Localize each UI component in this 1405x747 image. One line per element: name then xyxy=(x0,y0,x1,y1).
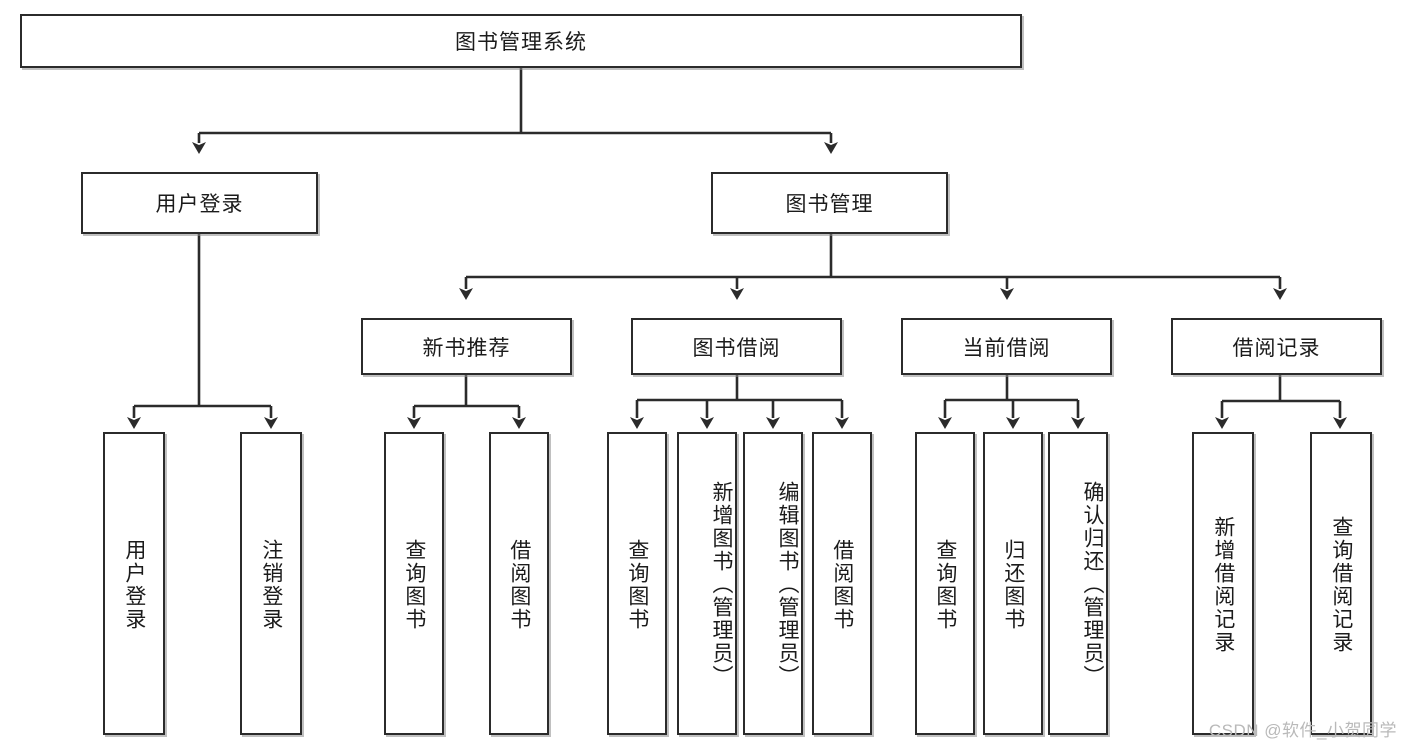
node-root-label: 图书管理系统 xyxy=(455,31,587,54)
node-leaf-user-login-label: 用户登录 xyxy=(122,538,146,631)
node-borrow-record[interactable]: 借阅记录 xyxy=(1171,318,1382,375)
node-leaf-query-book-2[interactable]: 查询图书 xyxy=(607,432,667,735)
node-user-login-label: 用户登录 xyxy=(155,193,244,216)
node-leaf-confirm-return-label: 确认归还（管理员） xyxy=(1081,481,1104,688)
node-new-book-recommend[interactable]: 新书推荐 xyxy=(361,318,572,375)
node-leaf-return-book-label: 归还图书 xyxy=(1001,538,1025,631)
node-root[interactable]: 图书管理系统 xyxy=(20,14,1022,68)
node-leaf-borrow-book-1[interactable]: 借阅图书 xyxy=(489,432,549,735)
node-leaf-query-book-3[interactable]: 查询图书 xyxy=(915,432,975,735)
node-leaf-query-book-2-label: 查询图书 xyxy=(625,538,649,631)
node-leaf-borrow-book-1-label: 借阅图书 xyxy=(507,538,531,631)
node-leaf-user-logout[interactable]: 注销登录 xyxy=(240,432,302,735)
node-leaf-confirm-return[interactable]: 确认归还（管理员） xyxy=(1048,432,1108,735)
node-current-borrow-label: 当前借阅 xyxy=(962,336,1051,360)
node-leaf-query-record[interactable]: 查询借阅记录 xyxy=(1310,432,1372,735)
node-leaf-edit-book[interactable]: 编辑图书（管理员） xyxy=(743,432,803,735)
node-leaf-add-record[interactable]: 新增借阅记录 xyxy=(1192,432,1254,735)
node-user-login[interactable]: 用户登录 xyxy=(81,172,318,234)
node-book-manage-label: 图书管理 xyxy=(785,193,874,216)
node-leaf-add-book-label: 新增图书（管理员） xyxy=(710,481,733,688)
node-leaf-user-logout-label: 注销登录 xyxy=(259,538,283,631)
node-leaf-query-book-1[interactable]: 查询图书 xyxy=(384,432,444,735)
node-leaf-add-record-label: 新增借阅记录 xyxy=(1211,515,1235,654)
node-book-borrow[interactable]: 图书借阅 xyxy=(631,318,842,375)
node-borrow-record-label: 借阅记录 xyxy=(1232,336,1321,360)
node-leaf-user-login[interactable]: 用户登录 xyxy=(103,432,165,735)
node-leaf-query-book-3-label: 查询图书 xyxy=(933,538,957,631)
node-leaf-edit-book-label: 编辑图书（管理员） xyxy=(776,481,799,688)
node-book-manage[interactable]: 图书管理 xyxy=(711,172,948,234)
node-book-borrow-label: 图书借阅 xyxy=(692,336,781,360)
node-leaf-borrow-book-2[interactable]: 借阅图书 xyxy=(812,432,872,735)
node-leaf-query-record-label: 查询借阅记录 xyxy=(1329,515,1353,654)
node-current-borrow[interactable]: 当前借阅 xyxy=(901,318,1112,375)
node-leaf-query-book-1-label: 查询图书 xyxy=(402,538,426,631)
node-leaf-add-book[interactable]: 新增图书（管理员） xyxy=(677,432,737,735)
node-leaf-return-book[interactable]: 归还图书 xyxy=(983,432,1043,735)
node-new-book-recommend-label: 新书推荐 xyxy=(422,336,511,360)
node-leaf-borrow-book-2-label: 借阅图书 xyxy=(830,538,854,631)
